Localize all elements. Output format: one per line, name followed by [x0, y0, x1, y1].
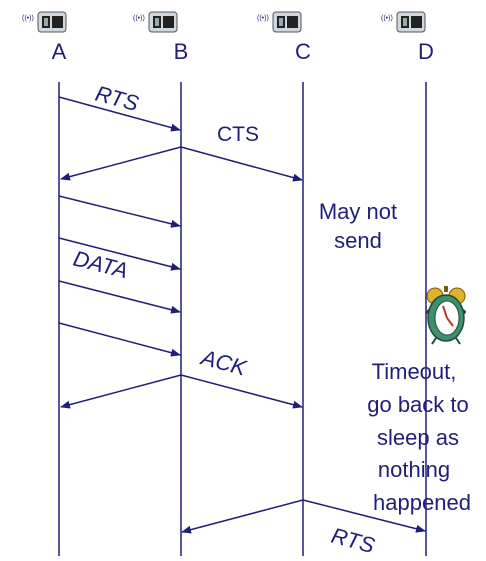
note-may-not-send-line-2: send: [334, 228, 382, 253]
note-timeout-line-4: nothing: [378, 457, 450, 482]
message-label-data: DATA: [71, 246, 131, 284]
wireless-node-icon-a: ((•)): [22, 11, 67, 33]
arrow-data-1: [58, 195, 181, 228]
arrow-rts-c-to-d: [302, 499, 426, 533]
arrow-rts-a-to-b: [58, 96, 181, 132]
note-timeout-line-5: happened: [373, 490, 471, 515]
arrow-cts-b-to-a: [60, 146, 182, 181]
arrow-cts-b-to-c: [180, 146, 303, 182]
arrow-data-2: [58, 237, 181, 271]
wireless-node-icon-c: ((•)): [257, 11, 302, 33]
note-timeout: Timeout, go back to sleep as nothing hap…: [367, 359, 471, 515]
node-label-d: D: [418, 39, 434, 64]
svg-text:((•)): ((•)): [381, 15, 393, 22]
arrow-data-4: [58, 322, 181, 357]
svg-text:((•)): ((•)): [22, 15, 34, 22]
message-label-rts: RTS: [93, 81, 142, 117]
wireless-node-icon-b: ((•)): [133, 11, 178, 33]
arrow-data-3: [58, 280, 181, 314]
svg-text:((•)): ((•)): [133, 15, 145, 22]
message-label-cts: CTS: [217, 123, 259, 146]
alarm-clock-icon: [426, 286, 466, 345]
note-timeout-line-1: Timeout,: [372, 359, 457, 384]
arrow-ack-b-to-a: [60, 374, 182, 409]
note-may-not-send: May not send: [319, 199, 397, 253]
arrow-rts-c-to-b: [181, 499, 304, 534]
note-timeout-line-3: sleep as: [377, 425, 459, 450]
arrow-ack-b-to-c: [180, 374, 303, 409]
message-label-ack: ACK: [197, 344, 250, 381]
wireless-node-icon-d: ((•)): [381, 11, 426, 33]
node-label-a: A: [52, 39, 67, 64]
svg-text:((•)): ((•)): [257, 15, 269, 22]
message-label-rts-2: RTS: [329, 523, 378, 559]
node-label-c: C: [295, 39, 311, 64]
note-may-not-send-line-1: May not: [319, 199, 397, 224]
note-timeout-line-2: go back to: [367, 392, 469, 417]
node-label-b: B: [174, 39, 189, 64]
